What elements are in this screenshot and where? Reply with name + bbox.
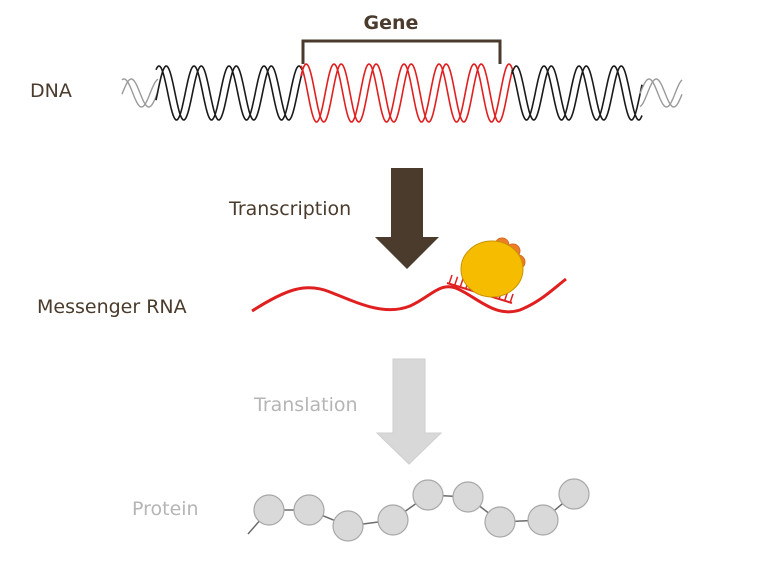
translation-label: Translation [253, 394, 358, 416]
trna-tooth [459, 278, 464, 288]
ribosome [460, 237, 526, 298]
dna-left-fade [121, 78, 159, 108]
dna-right-fade [639, 78, 683, 108]
translation-arrow [375, 358, 443, 465]
transcription-label: Transcription [228, 198, 351, 220]
dna-strand-fade [639, 78, 683, 108]
gene-label: Gene [364, 12, 419, 34]
protein-chain-link [247, 493, 575, 535]
transcription-arrow [375, 168, 439, 269]
protein-bead [452, 481, 484, 513]
ribosome-large-subunit [460, 240, 524, 298]
messenger-rna-label: Messenger RNA [37, 296, 187, 318]
dna-right-strands [511, 65, 643, 121]
protein-bead [332, 510, 364, 542]
protein-bead [484, 506, 516, 538]
protein-label: Protein [132, 498, 199, 520]
dna-strand [155, 65, 303, 121]
dna-strand-fade [121, 78, 159, 108]
dna-strand [155, 65, 303, 121]
protein-bead [527, 504, 559, 536]
gene-strand [300, 63, 514, 123]
mrna-strand [251, 277, 567, 314]
dna-strand-fade [639, 78, 683, 108]
gene-strand [300, 63, 514, 123]
dna-label: DNA [30, 80, 72, 102]
dna-strand-fade [121, 78, 159, 108]
trna-tooth [509, 293, 514, 304]
protein-bead [293, 494, 325, 526]
protein-bead [377, 504, 409, 536]
trna-tooth [453, 276, 459, 286]
dna-helix [121, 63, 683, 123]
dna-strand [511, 65, 643, 121]
dna-strand [511, 65, 643, 121]
dna-left-strands [155, 65, 303, 121]
protein-beads [253, 478, 590, 542]
trna-tooth [448, 274, 453, 285]
gene-segment [300, 63, 514, 123]
gene-bracket [301, 39, 502, 64]
protein-bead [558, 478, 590, 510]
protein-bead [253, 494, 285, 526]
protein-bead [412, 479, 444, 511]
